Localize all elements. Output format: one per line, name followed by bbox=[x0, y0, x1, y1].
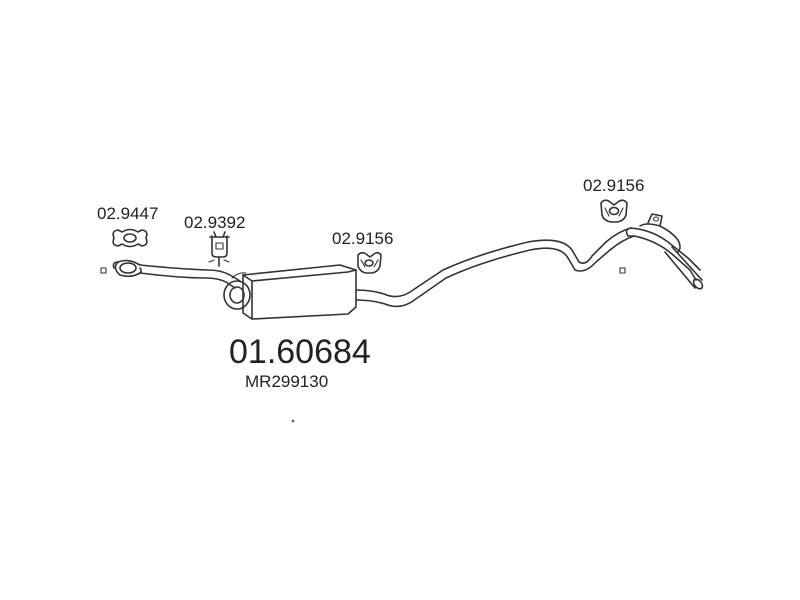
main-part-number: 01.60684 bbox=[229, 333, 371, 371]
marker-square-right bbox=[619, 267, 626, 274]
rear-pipe bbox=[355, 213, 704, 308]
marker-square-left bbox=[100, 267, 107, 274]
stray-dot bbox=[291, 419, 295, 423]
gasket-icon bbox=[112, 228, 148, 248]
silencer-body bbox=[223, 264, 357, 320]
oem-reference-number: MR299130 bbox=[245, 372, 328, 391]
label-gasket-02-9447: 02.9447 bbox=[97, 204, 158, 223]
label-hanger-02-9156-center: 02.9156 bbox=[332, 229, 393, 248]
label-clamp-02-9392: 02.9392 bbox=[184, 213, 245, 232]
rubber-hanger-icon bbox=[357, 251, 382, 274]
front-pipe bbox=[112, 259, 241, 289]
rubber-hanger-icon-rear bbox=[600, 199, 628, 223]
label-hanger-02-9156-rear: 02.9156 bbox=[583, 176, 644, 195]
clamp-icon bbox=[208, 231, 230, 267]
